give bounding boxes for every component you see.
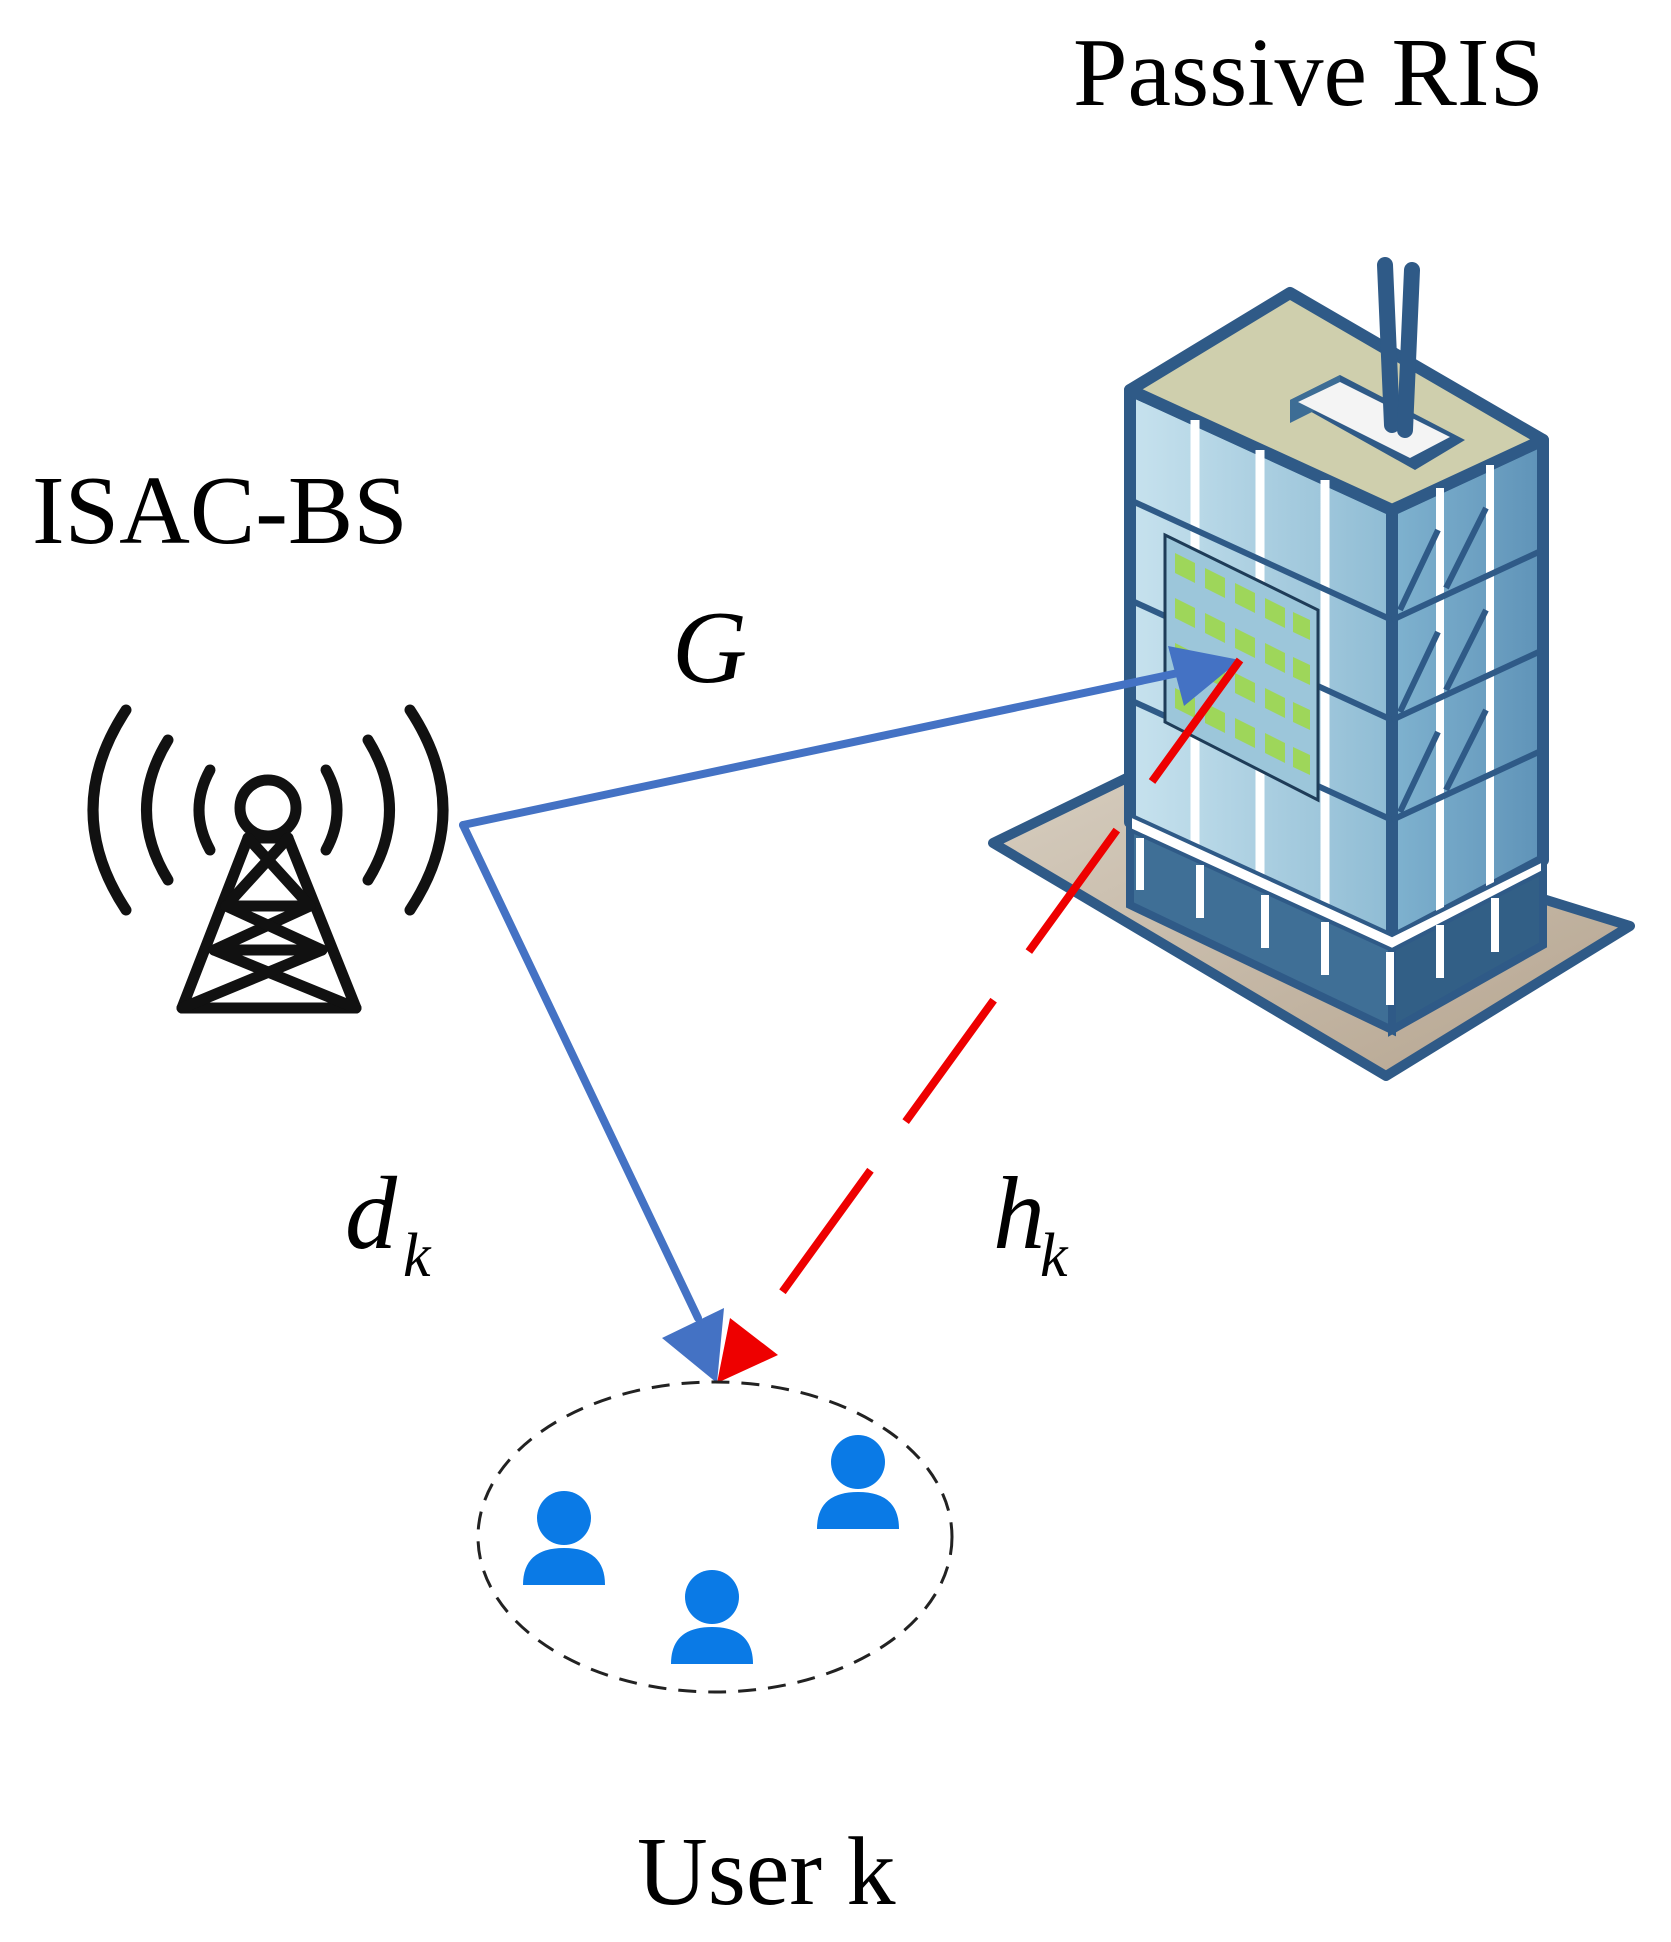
link-bs-to-user bbox=[459, 821, 724, 1383]
channel-h-label: h k bbox=[993, 1156, 1069, 1290]
arrowhead-user-blue bbox=[662, 1308, 724, 1383]
arrowhead-ris bbox=[1168, 646, 1240, 706]
bs-title: ISAC-BS bbox=[32, 457, 408, 565]
user-group bbox=[476, 1380, 954, 1694]
link-ris-to-user bbox=[717, 657, 1244, 1383]
link-bs-to-ris bbox=[459, 646, 1240, 829]
radio-tower-icon bbox=[87, 704, 449, 1014]
user-icon bbox=[671, 1570, 753, 1664]
channel-h-subscript: k bbox=[1040, 1222, 1069, 1290]
user-coverage-ellipse bbox=[476, 1380, 954, 1694]
channel-g-label: G bbox=[672, 590, 747, 705]
user-icon bbox=[523, 1491, 605, 1585]
ris-title: Passive RIS bbox=[1073, 19, 1544, 127]
arrowhead-user-red bbox=[717, 1318, 778, 1383]
channel-d-subscript: k bbox=[403, 1222, 432, 1290]
office-building-icon bbox=[988, 257, 1635, 1081]
user-title: User k bbox=[637, 1818, 896, 1926]
channel-d-label: d k bbox=[345, 1156, 432, 1290]
user-icon bbox=[817, 1435, 899, 1529]
channel-h-symbol: h bbox=[993, 1156, 1045, 1271]
building-right-facade bbox=[1386, 434, 1549, 946]
channel-d-symbol: d bbox=[345, 1156, 398, 1271]
